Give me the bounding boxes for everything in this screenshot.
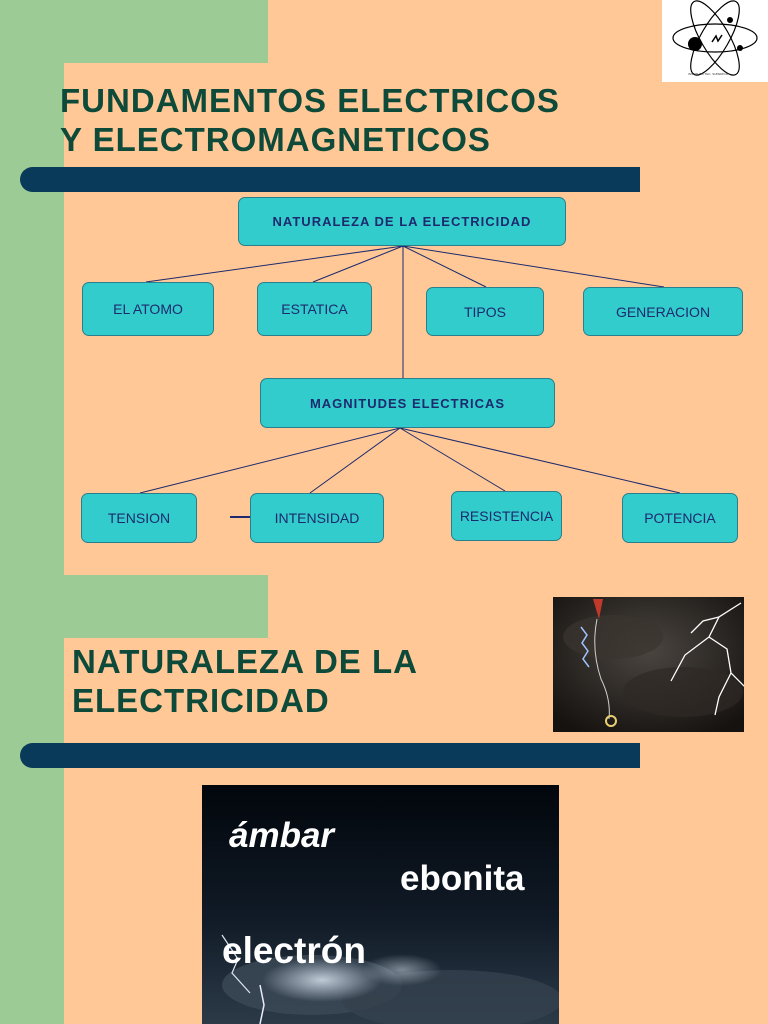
storm-cloud-image <box>202 785 559 1024</box>
atom-icon <box>672 0 758 76</box>
diagram-connectors <box>139 245 681 518</box>
kite-shape <box>593 599 603 619</box>
title-line-1: FUNDAMENTOS ELECTRICOS <box>60 82 560 119</box>
connector-tension <box>139 427 401 494</box>
kite-lightning-image <box>553 597 744 732</box>
green-side-strip <box>0 575 64 1024</box>
word-electron: electrón <box>222 930 366 971</box>
node-intensidad: INTENSIDAD <box>250 493 384 543</box>
slide-fundamentos: INSTITUTO TEC. SUPERIOR FUNDAMENTOS ELEC… <box>0 0 768 575</box>
key-shape <box>605 715 617 727</box>
node-estatica: ESTATICA <box>257 282 372 336</box>
slide-naturaleza: NATURALEZA DE LA ELECTRICIDAD <box>0 575 768 1024</box>
node-naturaleza: NATURALEZA DE LA ELECTRICIDAD <box>238 197 566 246</box>
node-generacion: GENERACION <box>583 287 743 336</box>
node-potencia: POTENCIA <box>622 493 738 543</box>
title-line-2: ELECTRICIDAD <box>72 681 330 719</box>
connector-potencia <box>399 427 681 494</box>
title-underline-bar <box>20 167 640 192</box>
title-line-2: Y ELECTROMAGNETICOS <box>60 120 491 158</box>
title-line-1: NATURALEZA DE LA <box>72 643 418 680</box>
word-ambar: ámbar <box>229 816 335 855</box>
connector-generacion <box>402 245 665 288</box>
node-resistencia: RESISTENCIA <box>451 491 562 541</box>
word-ebonita: ebonita <box>400 859 525 898</box>
connector-intensidad <box>309 427 401 494</box>
green-side-strip <box>0 0 64 575</box>
node-el-atomo: EL ATOMO <box>82 282 214 336</box>
connector-estatica <box>312 245 404 283</box>
connector-el-atomo <box>145 245 404 283</box>
logo-caption: INSTITUTO TEC. SUPERIOR <box>688 72 728 76</box>
node-tension: TENSION <box>81 493 197 543</box>
node-magnitudes: MAGNITUDES ELECTRICAS <box>260 378 555 428</box>
title-underline-bar <box>20 743 640 768</box>
node-tipos: TIPOS <box>426 287 544 336</box>
atom-logo: INSTITUTO TEC. SUPERIOR <box>662 0 768 82</box>
lightning-bolt <box>670 602 744 716</box>
page-title: FUNDAMENTOS ELECTRICOS Y ELECTROMAGNETIC… <box>60 82 560 159</box>
connector-tipos <box>402 245 487 288</box>
page-title: NATURALEZA DE LA ELECTRICIDAD <box>72 643 418 720</box>
connector-resistencia <box>399 427 506 492</box>
